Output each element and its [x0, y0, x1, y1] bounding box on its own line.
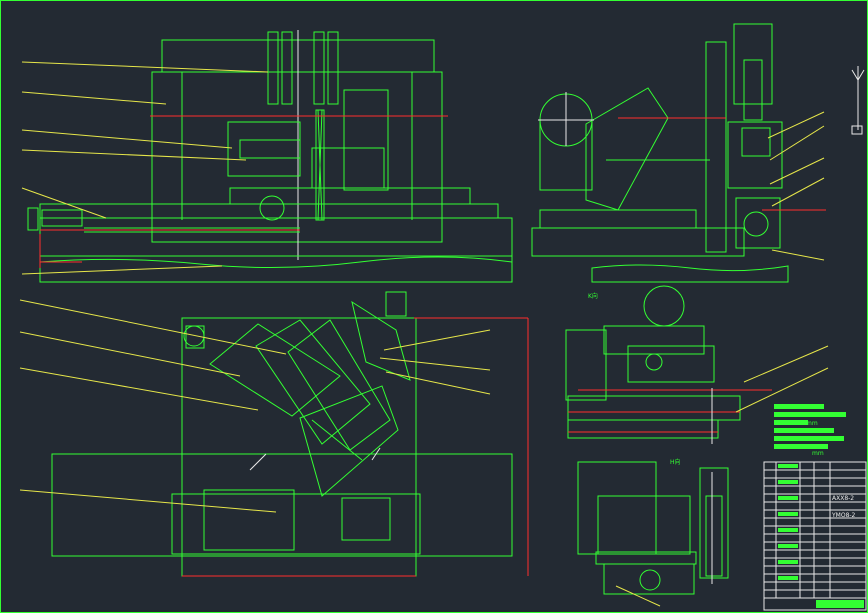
title-code-1: AXX8-2 — [832, 495, 854, 502]
note-unit-1: mm — [806, 420, 818, 427]
front-view — [27, 30, 513, 283]
side-view-leaders — [767, 111, 825, 261]
note-unit-2: mm — [812, 450, 824, 457]
title-block: AXX8-2 YMO8-2 — [763, 461, 867, 611]
title-code-2: YMO8-2 — [831, 512, 856, 519]
technical-notes: mm mm — [774, 404, 846, 457]
section-h-view: H向 — [577, 458, 729, 607]
section-k-label: K向 — [588, 292, 598, 300]
side-view — [531, 23, 865, 283]
plan-view — [51, 291, 529, 577]
plan-view-leaders — [19, 299, 491, 513]
section-h-label: H向 — [670, 458, 681, 466]
section-k-view: K向 — [565, 285, 829, 444]
front-view-leaders — [21, 61, 269, 275]
